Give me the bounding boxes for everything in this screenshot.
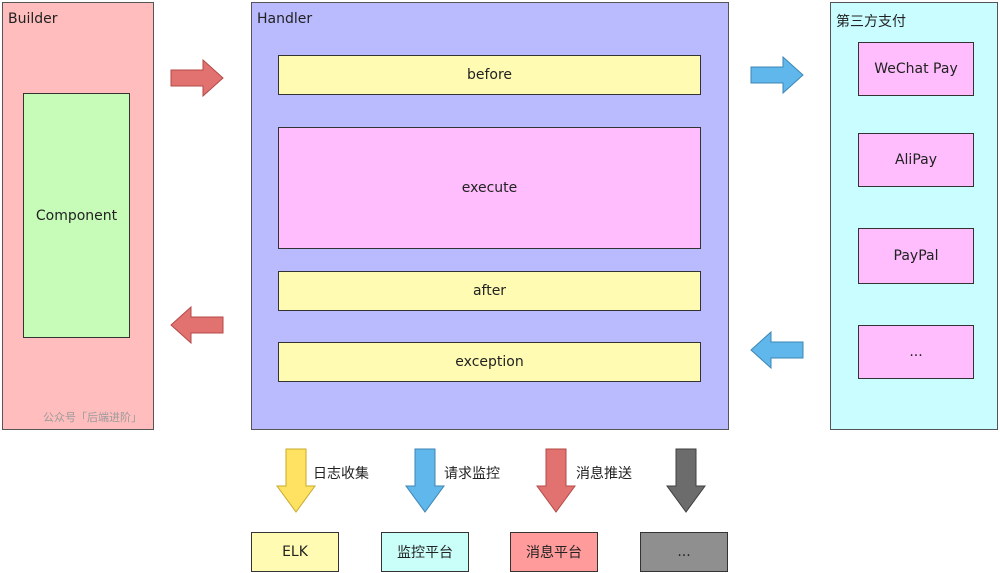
- more-target-box: ...: [640, 532, 728, 572]
- more-payment-label: ...: [909, 344, 923, 360]
- execute-step: execute: [278, 127, 701, 249]
- alipay-label: AliPay: [894, 152, 938, 168]
- message-platform-label: 消息平台: [526, 545, 582, 561]
- payment-title: 第三方支付: [836, 14, 906, 30]
- exception-step: exception: [278, 342, 701, 382]
- builder-title: Builder: [8, 11, 58, 27]
- more-payment-box: ...: [858, 325, 974, 379]
- after-label: after: [472, 283, 507, 299]
- builder-to-handler-arrow: [170, 58, 224, 98]
- payment-to-handler-arrow: [750, 330, 804, 370]
- alipay-box: AliPay: [858, 133, 974, 187]
- before-label: before: [466, 67, 513, 83]
- paypal-label: PayPal: [893, 248, 939, 264]
- handler-to-payment-arrow: [750, 55, 804, 95]
- message-platform-box: 消息平台: [510, 532, 598, 572]
- request-monitor-arrow: [405, 448, 445, 513]
- after-step: after: [278, 271, 701, 311]
- wechat-pay-box: WeChat Pay: [858, 42, 974, 96]
- log-collect-label: 日志收集: [313, 466, 369, 482]
- log-collect-arrow: [276, 448, 316, 513]
- builder-panel: Builder Component 公众号「后端进阶」: [2, 2, 154, 430]
- watermark: 公众号「后端进阶」: [43, 411, 142, 424]
- wechat-pay-label: WeChat Pay: [874, 61, 958, 77]
- component-box: Component: [23, 93, 130, 338]
- before-step: before: [278, 55, 701, 95]
- message-push-label: 消息推送: [576, 466, 632, 482]
- payment-panel: 第三方支付 WeChat Pay AliPay PayPal ...: [830, 2, 998, 430]
- execute-label: execute: [461, 180, 518, 196]
- exception-label: exception: [455, 354, 524, 370]
- handler-to-builder-arrow: [170, 305, 224, 345]
- component-label: Component: [35, 207, 118, 224]
- elk-box: ELK: [251, 532, 339, 572]
- message-push-arrow: [536, 448, 576, 513]
- monitor-platform-box: 监控平台: [381, 532, 469, 572]
- more-target-label: ...: [677, 544, 691, 560]
- monitor-platform-label: 监控平台: [397, 545, 453, 561]
- handler-panel: Handler before execute after exception: [251, 2, 729, 430]
- more-flow-arrow: [666, 448, 706, 513]
- paypal-box: PayPal: [858, 228, 974, 284]
- request-monitor-label: 请求监控: [444, 466, 500, 482]
- elk-label: ELK: [282, 544, 308, 560]
- handler-title: Handler: [257, 11, 313, 27]
